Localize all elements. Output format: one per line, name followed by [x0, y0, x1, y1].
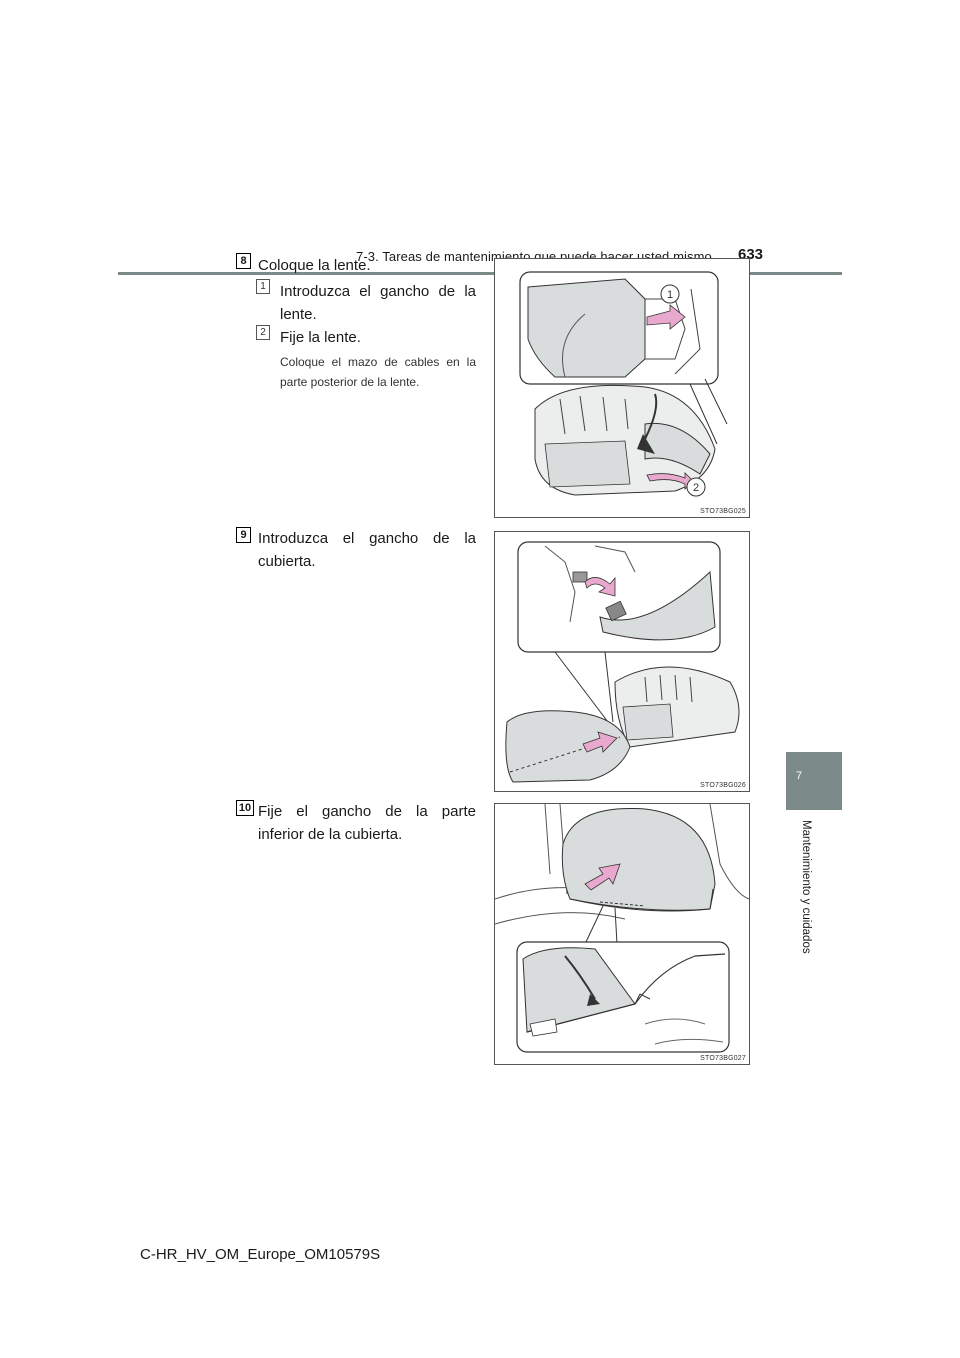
step-8-note: Coloque el mazo de cables en la parte po…: [280, 355, 476, 389]
step-9-text: Introduzca el gancho de la cubierta.: [258, 530, 476, 570]
chapter-tab: [786, 752, 842, 810]
cover-bottom-hook-illustration: [495, 804, 749, 1053]
step-8-text: Coloque la lente.: [258, 257, 371, 274]
header-divider: [118, 272, 842, 275]
chapter-number: 7: [796, 770, 803, 782]
figure-code: STO73BG025: [700, 508, 746, 515]
figure-code: STO73BG026: [700, 782, 746, 789]
figure-lens-install: 1 2 STO73BG025: [494, 258, 750, 518]
lens-install-illustration: 1 2: [519, 271, 728, 497]
substep-2-text: Fije la lente.: [280, 329, 361, 346]
substep-badge-2: 2: [256, 325, 270, 340]
figure-cover-hook: STO73BG026: [494, 531, 750, 792]
callout-2: 2: [693, 482, 699, 494]
callout-1: 1: [667, 289, 673, 301]
step-badge-10: 10: [236, 800, 254, 816]
step-badge-9: 9: [236, 527, 251, 543]
figure-code: STO73BG027: [700, 1055, 746, 1062]
figure-cover-bottom-hook: STO73BG027: [494, 803, 750, 1065]
chapter-label: Mantenimiento y cuidados: [800, 820, 812, 954]
step-badge-8: 8: [236, 253, 251, 269]
substep-badge-1: 1: [256, 279, 270, 294]
cover-hook-illustration: [505, 541, 740, 783]
substep-1-text: Introduzca el gancho de la lente.: [280, 283, 476, 323]
document-id: C-HR_HV_OM_Europe_OM10579S: [140, 1246, 381, 1263]
step-10-text: Fije el gancho de la parte inferior de l…: [258, 803, 476, 843]
